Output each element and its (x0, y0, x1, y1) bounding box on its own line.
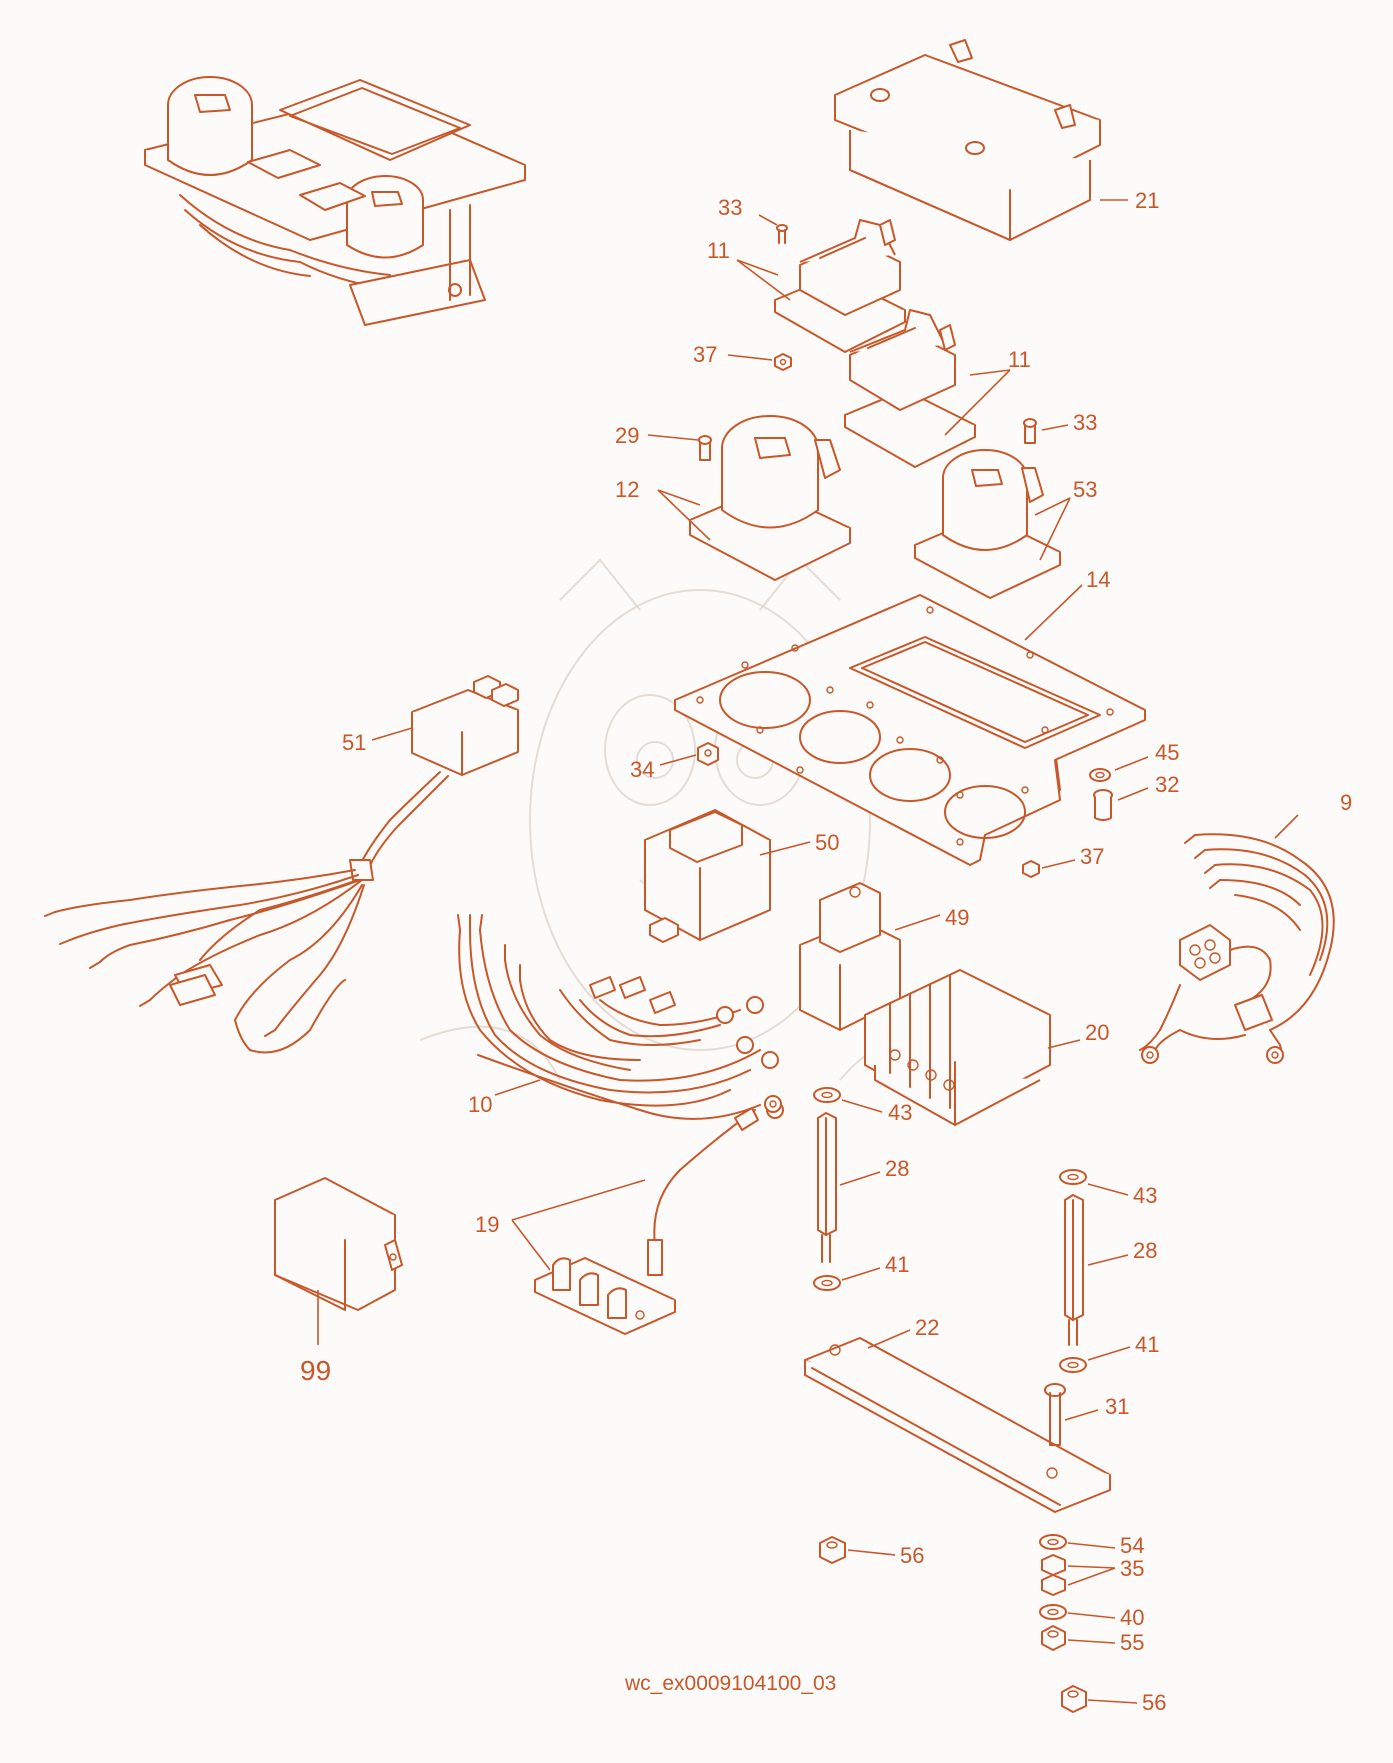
part-28-standoff-right (1064, 1194, 1084, 1346)
part-11-socket-lower (844, 309, 976, 468)
assembled-unit-drawing (144, 76, 526, 326)
part-12-large-socket (689, 415, 851, 581)
callout-22: 22 (915, 1315, 939, 1340)
callout-99: 99 (300, 1355, 331, 1386)
callout-49: 49 (945, 905, 969, 930)
callout-14: 14 (1086, 567, 1110, 592)
callout-50: 50 (815, 830, 839, 855)
part-37-nut-upper (774, 353, 792, 371)
callout-56-left: 56 (900, 1543, 924, 1568)
callout-51: 51 (342, 730, 366, 755)
part-34-nut (697, 742, 719, 766)
part-21-cover-box (834, 39, 1101, 241)
part-40-washer (1039, 1604, 1067, 1620)
drawing-code: wc_ex0009104100_03 (624, 1672, 836, 1695)
callout-11-lower: 11 (1008, 347, 1031, 372)
part-31-bolt (1044, 1383, 1066, 1446)
callout-41-right: 41 (1135, 1332, 1159, 1357)
callout-43-right: 43 (1133, 1183, 1157, 1208)
part-51-relay-harness (44, 675, 519, 1054)
callout-45: 45 (1155, 740, 1179, 765)
part-9-cable-harness (1139, 833, 1335, 1064)
part-32-screw (1093, 789, 1113, 821)
callout-55: 55 (1120, 1630, 1144, 1655)
callout-31: 31 (1105, 1394, 1129, 1419)
callout-43-left: 43 (888, 1100, 912, 1125)
callout-28-right: 28 (1133, 1238, 1157, 1263)
part-53-socket (914, 449, 1061, 599)
part-55-nut (1041, 1625, 1066, 1651)
part-41-lock-washer-right (1059, 1357, 1087, 1373)
part-11-socket-upper (774, 219, 906, 353)
callout-11-upper: 11 (707, 238, 730, 263)
part-45-washer (1089, 768, 1111, 782)
part-43-washer-right (1059, 1169, 1087, 1185)
part-20-circuit-breakers (864, 969, 1051, 1126)
part-14-mounting-plate (674, 594, 1146, 866)
callout-37-upper: 37 (693, 342, 717, 367)
part-35-nuts (1041, 1554, 1066, 1596)
callout-32: 32 (1155, 772, 1179, 797)
callout-28-left: 28 (885, 1156, 909, 1181)
part-56-nut-right (1061, 1685, 1087, 1713)
part-54-lock-washer (1039, 1534, 1067, 1550)
callout-56-right: 56 (1142, 1690, 1166, 1715)
part-22-din-rail (804, 1337, 1111, 1513)
callout-53: 53 (1073, 477, 1097, 502)
part-10-wiring-loom (457, 914, 784, 1120)
part-33-screw-upper (776, 224, 788, 244)
part-33-screw-lower (1023, 418, 1037, 444)
callout-37-lower: 37 (1080, 844, 1104, 869)
callout-20: 20 (1085, 1020, 1109, 1045)
part-50-contactor (644, 809, 771, 943)
callout-33-upper: 33 (718, 195, 742, 220)
callout-35: 35 (1120, 1556, 1144, 1581)
part-19-earth-bar (534, 1095, 782, 1335)
callout-19: 19 (475, 1212, 499, 1237)
callout-54: 54 (1120, 1533, 1144, 1558)
callout-33-lower: 33 (1073, 410, 1097, 435)
part-41-lock-washer-left (813, 1275, 841, 1291)
callout-10: 10 (468, 1092, 492, 1117)
callout-12: 12 (615, 477, 639, 502)
part-43-washer-left (813, 1087, 841, 1103)
part-56-nut-left (819, 1536, 846, 1564)
callout-40: 40 (1120, 1605, 1144, 1630)
callout-29: 29 (615, 423, 639, 448)
part-49-terminal-block (799, 882, 901, 1031)
part-29-screw (698, 435, 712, 461)
part-28-standoff-left (817, 1112, 837, 1263)
callout-21: 21 (1135, 188, 1159, 213)
callout-41-left: 41 (885, 1252, 909, 1277)
callout-9: 9 (1340, 790, 1352, 815)
callout-34: 34 (630, 757, 654, 782)
part-37-nut-lower (1022, 860, 1040, 878)
part-99-enclosure (274, 1177, 403, 1311)
